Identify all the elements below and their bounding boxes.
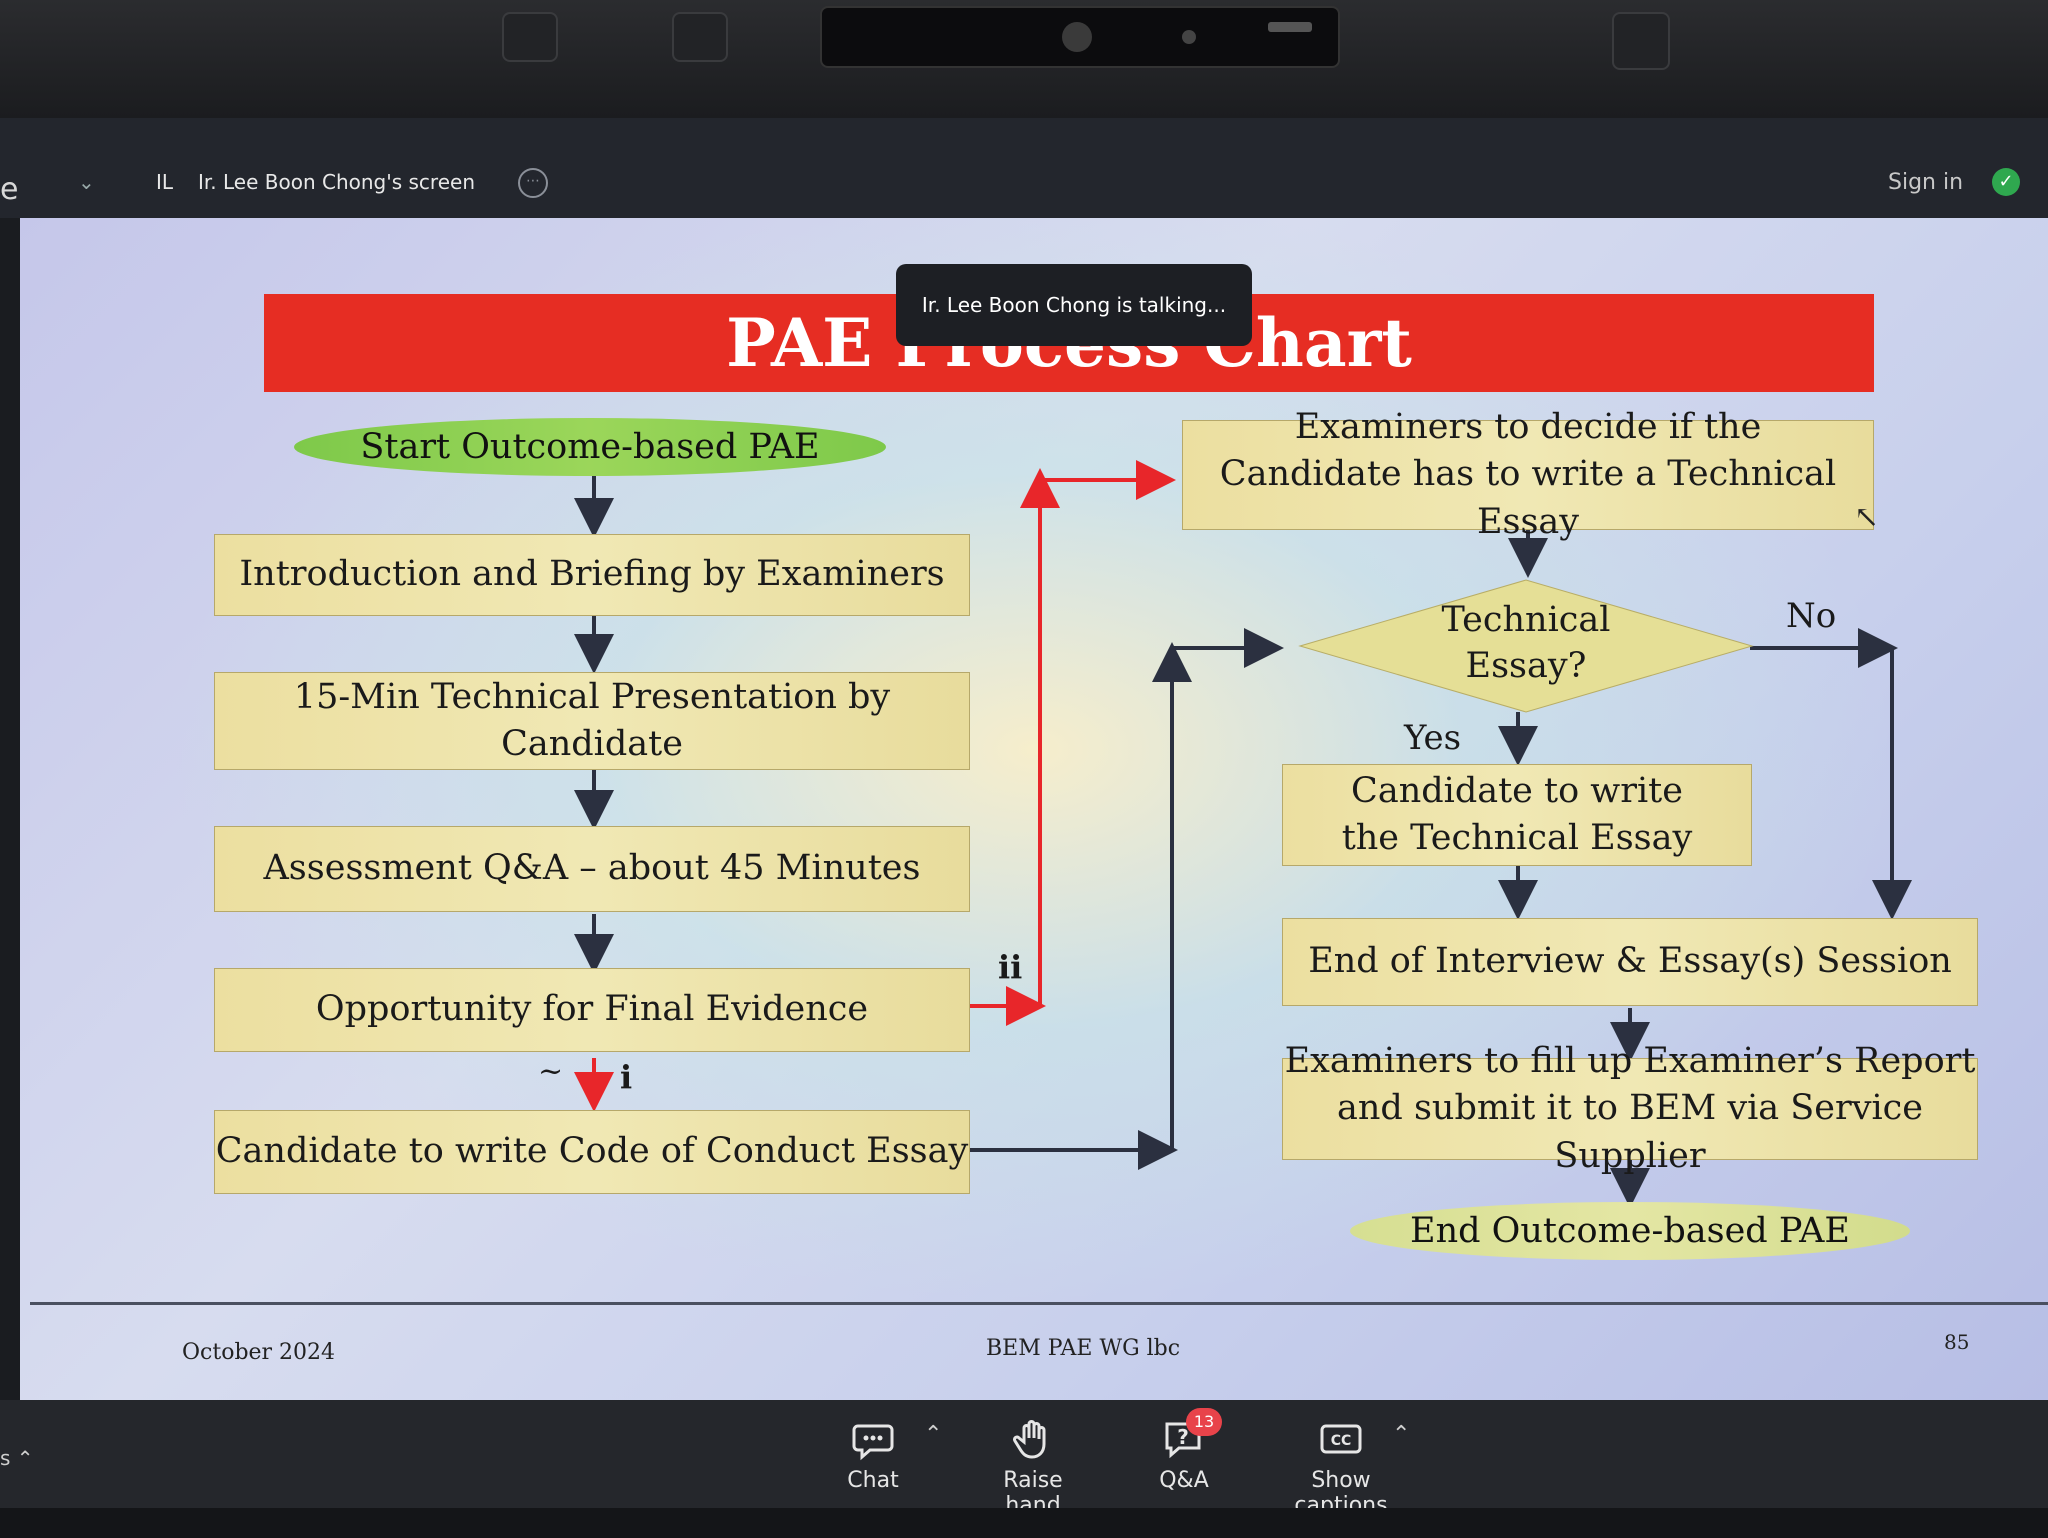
step-examiners-decide-text: Examiners to decide if the Candidate has… xyxy=(1219,407,1837,542)
webcam-lens-icon xyxy=(1062,22,1092,52)
laptop-bezel-bottom xyxy=(0,1508,2048,1538)
chat-icon xyxy=(852,1424,894,1461)
footer-page-number: 85 xyxy=(1944,1330,1970,1354)
svg-text:CC: CC xyxy=(1331,1433,1352,1449)
step-assessment-qa: Assessment Q&A – about 45 Minutes xyxy=(214,826,970,912)
qa-label: Q&A xyxy=(1159,1468,1209,1493)
captions-options-caret[interactable]: ⌃ xyxy=(1392,1422,1411,1447)
decision-line2: Essay? xyxy=(1465,645,1587,686)
view-options-icon[interactable]: ⋯ xyxy=(518,168,548,198)
yes-label: Yes xyxy=(1404,718,1462,758)
arrow-coc-to-decision xyxy=(970,628,1284,1152)
step-end-session: End of Interview & Essay(s) Session xyxy=(1282,918,1978,1006)
decision-text: Technical Essay? xyxy=(1296,598,1756,689)
report-line1: Examiners to fill up Examiner’s Report xyxy=(1284,1041,1976,1082)
step-examiners-decide: Examiners to decide if the Candidate has… xyxy=(1182,407,1874,542)
presenter-initials: IL xyxy=(156,170,174,194)
step-intro-briefing: Introduction and Briefing by Examiners xyxy=(214,534,970,616)
report-line2: and submit it to BEM via Service Supplie… xyxy=(1337,1088,1923,1176)
webcam-housing xyxy=(820,6,1340,68)
no-label: No xyxy=(1786,596,1837,636)
hand-icon xyxy=(1013,1420,1046,1459)
svg-text:?: ? xyxy=(1177,1425,1189,1449)
qa-count-badge: 13 xyxy=(1186,1408,1222,1436)
step-technical-presentation: 15-Min Technical Presentation by Candida… xyxy=(214,672,970,770)
path-label-ii: ii xyxy=(998,948,1023,986)
laptop-bezel xyxy=(0,0,2048,118)
share-title: Ir. Lee Boon Chong's screen xyxy=(198,170,475,194)
cc-icon: CC xyxy=(1320,1424,1362,1454)
arrow-final-to-decide-red xyxy=(970,460,1176,1008)
bezel-button xyxy=(672,12,728,62)
shared-slide: PAE Process Chart Ir. Lee Boon Chong is … xyxy=(20,218,2048,1400)
sign-in-link[interactable]: Sign in xyxy=(1888,170,1964,195)
footer-center: BEM PAE WG lbc xyxy=(986,1336,1181,1361)
qa-button[interactable]: ? 13 Q&A xyxy=(1156,1408,1222,1493)
step-final-evidence: Opportunity for Final Evidence xyxy=(214,968,970,1052)
chat-button[interactable]: Chat xyxy=(830,1416,916,1493)
chat-label: Chat xyxy=(847,1468,899,1493)
footer-date: October 2024 xyxy=(182,1340,336,1365)
shield-check-icon: ✓ xyxy=(1992,168,2020,196)
write-essay-line1: Candidate to write xyxy=(1351,770,1683,811)
decision-line1: Technical xyxy=(1441,600,1611,640)
arrow-no-to-end-session xyxy=(1750,646,1912,920)
step-code-of-conduct-essay: Candidate to write Code of Conduct Essay xyxy=(214,1110,970,1194)
mouse-cursor-icon: ↖ xyxy=(1854,500,1880,535)
chevron-down-icon[interactable]: ⌄ xyxy=(78,170,95,194)
step-write-technical-essay: Candidate to write the Technical Essay xyxy=(1282,764,1752,866)
meeting-top-bar: e ⌄ IL Ir. Lee Boon Chong's screen ⋯ Sig… xyxy=(0,118,2048,218)
footer-rule xyxy=(30,1302,2048,1305)
path-tilde: ~ xyxy=(538,1054,564,1089)
end-terminal: End Outcome-based PAE xyxy=(1350,1202,1910,1260)
talking-indicator: Ir. Lee Boon Chong is talking... xyxy=(896,264,1252,346)
bezel-button xyxy=(502,12,558,62)
chat-options-caret[interactable]: ⌃ xyxy=(924,1422,943,1447)
webcam-led-icon xyxy=(1182,30,1196,44)
bezel-key xyxy=(1612,12,1670,70)
toolbar-overflow-caret[interactable]: s ⌃ xyxy=(0,1446,34,1470)
step-examiner-report: Examiners to fill up Examiner’s Report a… xyxy=(1282,1041,1978,1176)
write-essay-line2: the Technical Essay xyxy=(1341,818,1693,858)
window-edge-text: e xyxy=(0,172,19,207)
raise-hand-button[interactable]: Raise hand xyxy=(976,1416,1090,1518)
decision-diamond xyxy=(1298,579,1754,713)
webcam-shutter xyxy=(1268,22,1312,32)
path-label-i: i xyxy=(620,1058,633,1096)
flow-arrows xyxy=(574,460,1912,1208)
start-terminal: Start Outcome-based PAE xyxy=(294,418,886,476)
